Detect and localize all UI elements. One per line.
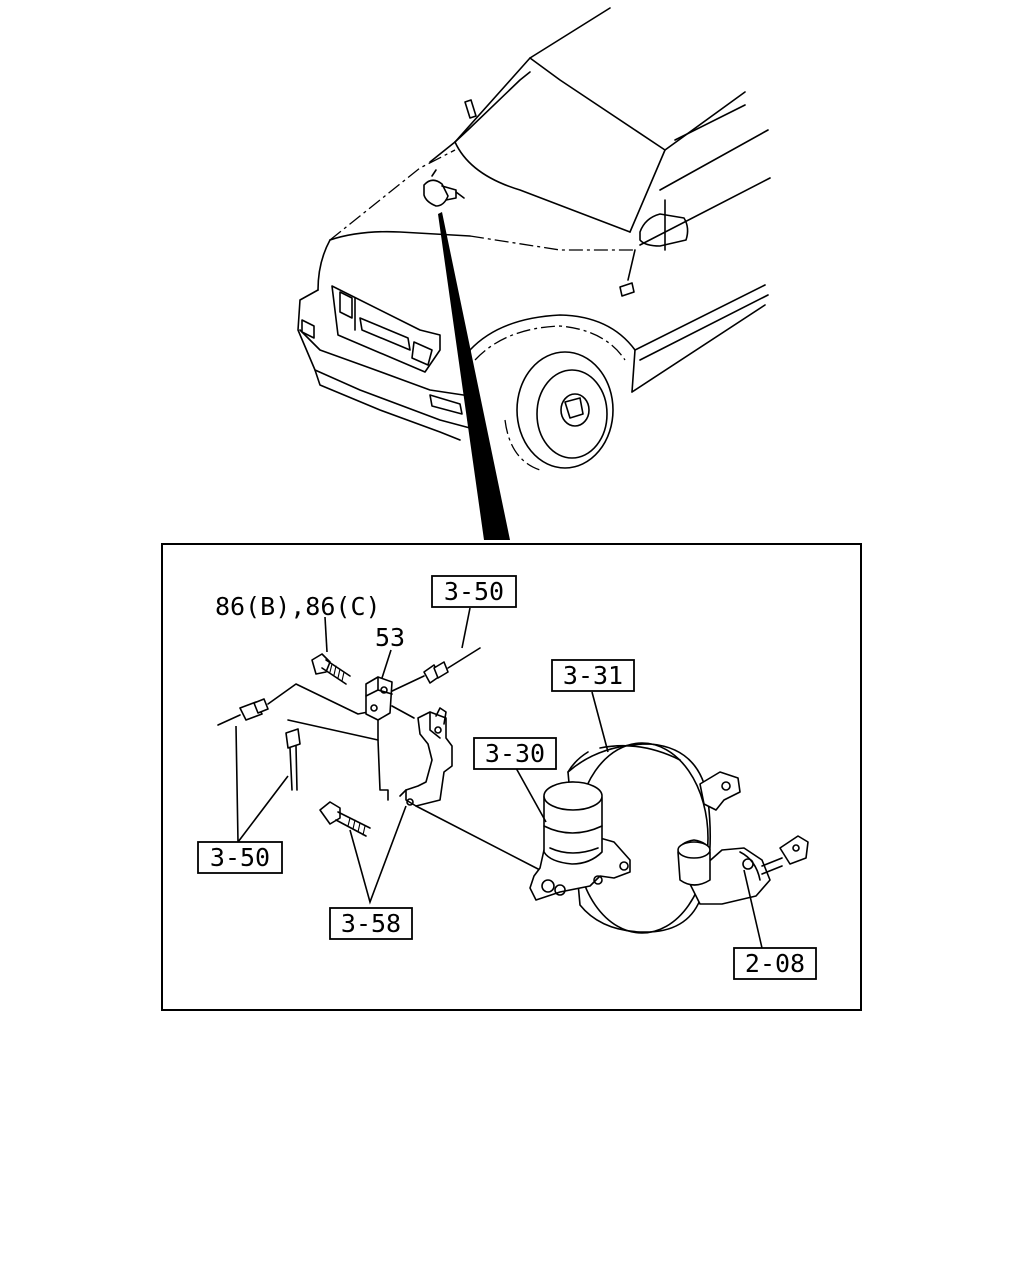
bolt-86 — [311, 653, 351, 685]
line-to-master-cylinder — [415, 805, 541, 871]
callout-2-08: 2-08 — [733, 947, 817, 980]
callout-3-58: 3-58 — [329, 907, 413, 940]
callout-3-50-top: 3-50 — [431, 575, 517, 608]
bolt-3-58 — [319, 801, 371, 837]
callout-3-30: 3-30 — [473, 737, 557, 770]
bracket-label: 53 — [375, 623, 405, 652]
svg-text:3-50: 3-50 — [444, 577, 504, 606]
master-cylinder — [529, 781, 631, 901]
svg-text:3-50: 3-50 — [210, 843, 270, 872]
pointer-wedge — [438, 212, 510, 540]
callout-3-50-left: 3-50 — [197, 841, 283, 874]
brake-pipes — [217, 647, 481, 791]
vehicle-illustration — [297, 7, 771, 471]
svg-text:3-31: 3-31 — [563, 661, 623, 690]
detail-frame — [161, 543, 862, 1011]
svg-text:3-58: 3-58 — [341, 909, 401, 938]
clutch-master-cylinder — [677, 835, 809, 905]
callout-3-31: 3-31 — [551, 659, 635, 692]
svg-text:2-08: 2-08 — [745, 949, 805, 978]
bracket-53 — [365, 676, 393, 721]
mounting-bracket — [391, 705, 453, 807]
svg-text:3-30: 3-30 — [485, 739, 545, 768]
bolt-label: 86(B),86(C) — [215, 592, 381, 621]
